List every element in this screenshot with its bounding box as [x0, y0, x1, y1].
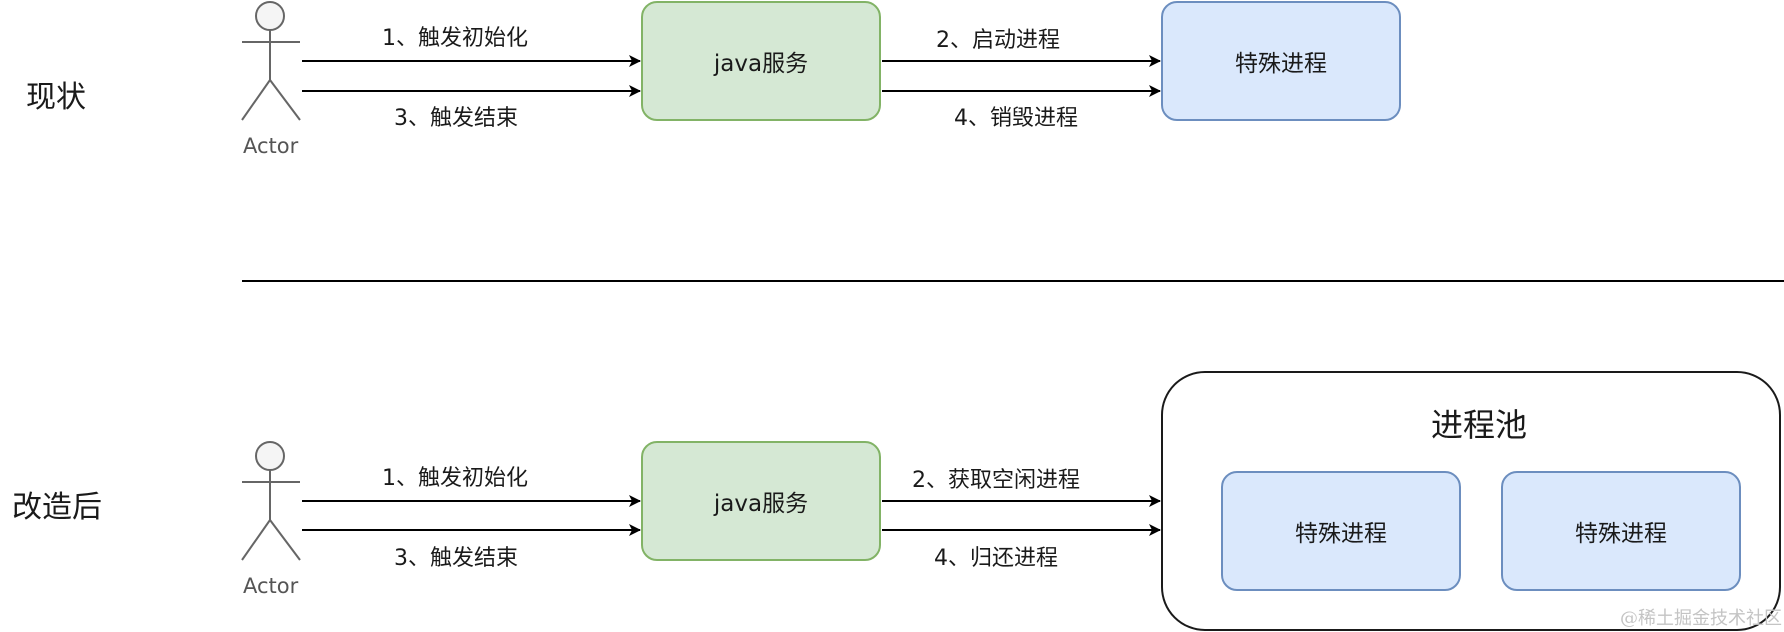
edge-label-current-1: 1、触发初始化 [382, 26, 528, 51]
pool-special-process-2[interactable]: 特殊进程 [1501, 471, 1741, 591]
special-process-node-current[interactable]: 特殊进程 [1161, 1, 1401, 121]
section-label-current: 现状 [26, 80, 86, 115]
process-pool-title: 进程池 [1431, 406, 1528, 444]
pool-special-process-1[interactable]: 特殊进程 [1221, 471, 1461, 591]
actor-label-improved: Actor [243, 574, 299, 598]
java-service-node-current[interactable]: java服务 [641, 1, 881, 121]
java-service-label: java服务 [713, 51, 809, 77]
actor-label-current: Actor [243, 134, 299, 158]
edge-label-current-2: 2、启动进程 [936, 28, 1060, 53]
special-process-label: 特殊进程 [1575, 521, 1667, 547]
edge-label-improved-2: 2、获取空闲进程 [912, 468, 1080, 493]
java-service-label: java服务 [713, 491, 809, 517]
special-process-label: 特殊进程 [1235, 51, 1327, 77]
actor-figure-current [241, 1, 301, 121]
actor-figure-improved [241, 441, 301, 561]
edge-label-improved-3: 3、触发结束 [394, 546, 518, 571]
special-process-label: 特殊进程 [1295, 521, 1387, 547]
watermark-text: @稀土掘金技术社区 [1620, 608, 1782, 629]
edge-label-improved-1: 1、触发初始化 [382, 466, 528, 491]
edge-label-current-3: 3、触发结束 [394, 106, 518, 131]
edge-label-improved-4: 4、归还进程 [934, 546, 1058, 571]
java-service-node-improved[interactable]: java服务 [641, 441, 881, 561]
section-label-improved: 改造后 [12, 490, 102, 525]
edge-label-current-4: 4、销毁进程 [954, 106, 1078, 131]
